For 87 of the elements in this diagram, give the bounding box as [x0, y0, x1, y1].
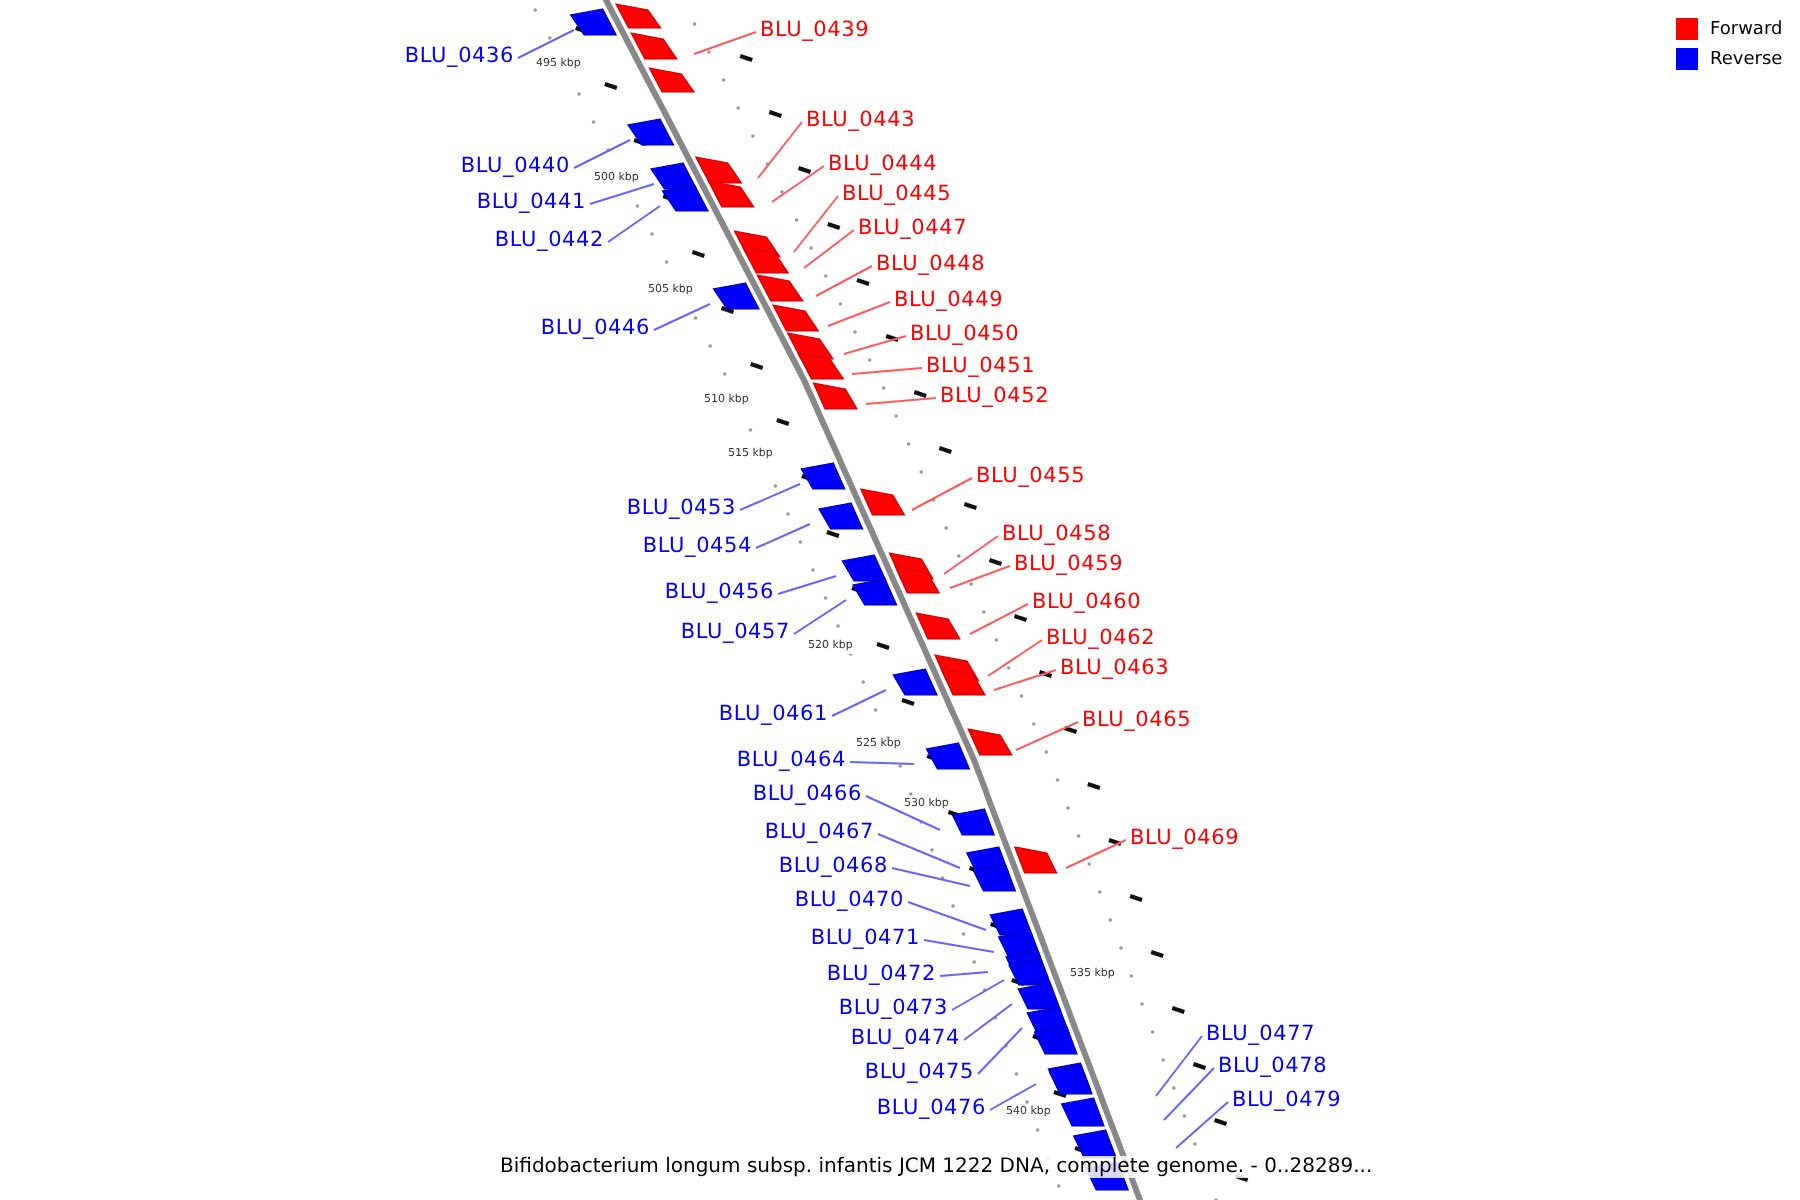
leader-line	[589, 183, 655, 205]
leader-line	[851, 367, 923, 375]
gene-label: BLU_0441	[476, 190, 586, 216]
gene-label: BLU_0459	[1014, 552, 1124, 578]
gene-label: BLU_0466	[752, 782, 862, 808]
leader-line	[1015, 721, 1079, 751]
leader-line	[891, 867, 971, 887]
gene-label: BLU_0447	[858, 216, 968, 242]
gene-label: BLU_0452	[940, 384, 1050, 410]
leader-line	[849, 761, 915, 765]
leader-line	[777, 575, 837, 595]
leader-line	[803, 229, 855, 269]
gene-label: BLU_0476	[876, 1096, 986, 1122]
gene-label: BLU_0475	[864, 1060, 974, 1086]
gene-label: BLU_0477	[1206, 1022, 1316, 1048]
gene-label: BLU_0467	[764, 820, 874, 846]
leader-line	[951, 979, 1005, 1011]
gene-label: BLU_0436	[404, 44, 514, 70]
leader-line	[827, 301, 891, 327]
gene-label: BLU_0479	[1232, 1088, 1342, 1114]
gene-label: BLU_0463	[1060, 656, 1170, 682]
gene-label: BLU_0442	[494, 228, 604, 254]
leader-line	[815, 265, 873, 297]
gene-label: BLU_0462	[1046, 626, 1156, 652]
leader-line	[1175, 1101, 1229, 1149]
leader-line	[865, 795, 941, 831]
leader-line	[949, 565, 1011, 589]
leader-line	[653, 303, 711, 331]
leader-line	[993, 669, 1057, 691]
gene-label: BLU_0470	[794, 888, 904, 914]
gene-label: BLU_0457	[680, 620, 790, 646]
gene-label: BLU_0450	[910, 322, 1020, 348]
gene-label: BLU_0456	[664, 580, 774, 606]
leader-line	[911, 477, 973, 511]
leader-line	[755, 523, 811, 549]
leader-line	[793, 195, 839, 253]
gene-label: BLU_0448	[876, 252, 986, 278]
gene-label: BLU_0445	[842, 182, 952, 208]
gene-label: BLU_0461	[718, 702, 828, 728]
gene-label: BLU_0468	[778, 854, 888, 880]
gene-label: BLU_0472	[826, 962, 936, 988]
leader-line	[757, 121, 803, 179]
leader-line	[693, 31, 757, 55]
leader-line	[939, 971, 989, 977]
gene-label: BLU_0474	[850, 1026, 960, 1052]
leader-line	[831, 689, 887, 717]
gene-label: BLU_0449	[894, 288, 1004, 314]
leader-line	[987, 639, 1043, 677]
legend-label: Reverse	[1710, 49, 1783, 69]
leader-line	[1155, 1035, 1203, 1097]
gene-label: BLU_0458	[1002, 522, 1112, 548]
leader-line	[943, 535, 999, 575]
gene-label: BLU_0444	[828, 152, 938, 178]
leader-line	[739, 483, 801, 511]
caption: Bifidobacterium longum subsp. infantis JCM 1222 DNA, complete genome. - 0..28289...	[500, 1156, 1373, 1178]
leader-line	[923, 939, 995, 953]
leader-line	[969, 603, 1029, 635]
gene-label: BLU_0464	[736, 748, 846, 774]
leader-line	[877, 833, 961, 869]
gene-label: BLU_0454	[642, 534, 752, 560]
leader-line	[573, 139, 631, 169]
gene-label: BLU_0469	[1130, 826, 1240, 852]
leader-line	[843, 335, 907, 355]
gene-label: BLU_0446	[540, 316, 650, 342]
leader-line	[1065, 839, 1127, 869]
gene-label: BLU_0439	[760, 18, 870, 44]
leader-line	[771, 165, 825, 203]
gene-label: BLU_0465	[1082, 708, 1192, 734]
leader-line	[793, 599, 847, 635]
leader-line	[907, 901, 987, 931]
legend-label: Forward	[1710, 19, 1783, 39]
gene-label: BLU_0443	[806, 108, 916, 134]
leader-line	[1163, 1067, 1215, 1121]
gene-label: BLU_0478	[1218, 1054, 1328, 1080]
gene-label: BLU_0440	[460, 154, 570, 180]
gene-label: BLU_0453	[626, 496, 736, 522]
gene-label: BLU_0473	[838, 996, 948, 1022]
leader-line	[989, 1083, 1037, 1111]
leader-line	[963, 1003, 1013, 1041]
gene-label: BLU_0455	[976, 464, 1086, 490]
leader-line	[865, 397, 937, 405]
gene-label: BLU_0460	[1032, 590, 1142, 616]
leader-line	[517, 29, 575, 59]
leader-line	[977, 1027, 1023, 1075]
gene-label: BLU_0471	[810, 926, 920, 952]
gene-label: BLU_0451	[926, 354, 1036, 380]
leader-line	[607, 205, 661, 243]
